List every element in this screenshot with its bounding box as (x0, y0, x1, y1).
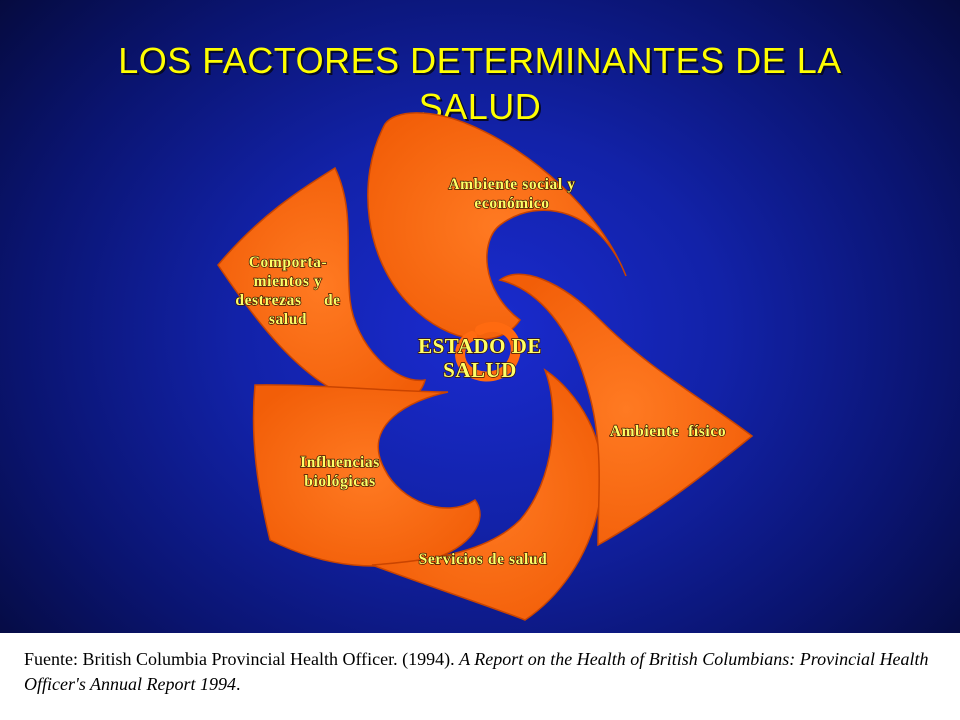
pinwheel-petals (217, 112, 754, 621)
label-line: destrezas de (235, 292, 340, 309)
report-title: A Report on the Health of British Columb… (24, 649, 929, 694)
swirl-core (455, 321, 521, 382)
center-label-line: ESTADO DE (418, 334, 542, 358)
label-comportamientos: Comporta-mientos y destrezas de salud (235, 254, 340, 328)
citation-end: . (236, 674, 241, 694)
label-line: Ambiente social y (448, 176, 575, 193)
label-servicios-salud: Servicios de salud (419, 551, 548, 568)
label-line: mientos y (254, 273, 323, 290)
slide-title: LOS FACTORES DETERMINANTES DE LA SALUD (0, 38, 960, 130)
petal-influencias-biologicas (252, 384, 481, 567)
label-line: salud (269, 311, 307, 328)
label-line: Servicios de salud (419, 551, 548, 568)
label-line: económico (474, 195, 549, 212)
slide-title-line-1: LOS FACTORES DETERMINANTES DE LA (118, 40, 842, 81)
label-line: biológicas (304, 473, 375, 490)
source-label: Fuente: British Columbia Provincial Heal… (24, 649, 455, 669)
petal-servicios-salud (371, 368, 604, 621)
health-determinants-pinwheel: Ambiente social y económicoComporta-mient… (217, 112, 754, 621)
label-influencias-biologicas: Influencias biológicas (300, 454, 380, 490)
petal-ambiente-social (367, 112, 627, 341)
source-citation: Fuente: British Columbia Provincial Heal… (24, 647, 934, 697)
pinwheel-labels: Ambiente social y económicoComporta-mient… (235, 175, 727, 568)
label-ambiente-fisico: Ambiente físico (610, 423, 726, 440)
petal-ambiente-fisico (498, 273, 754, 547)
source-footer: Fuente: British Columbia Provincial Heal… (0, 633, 960, 720)
center-label-line: SALUD (443, 358, 517, 382)
label-line: Comporta- (249, 254, 328, 271)
label-line: Influencias (300, 454, 380, 471)
label-line: Ambiente físico (610, 423, 726, 440)
label-ambiente-social: Ambiente social y económico (448, 176, 575, 212)
